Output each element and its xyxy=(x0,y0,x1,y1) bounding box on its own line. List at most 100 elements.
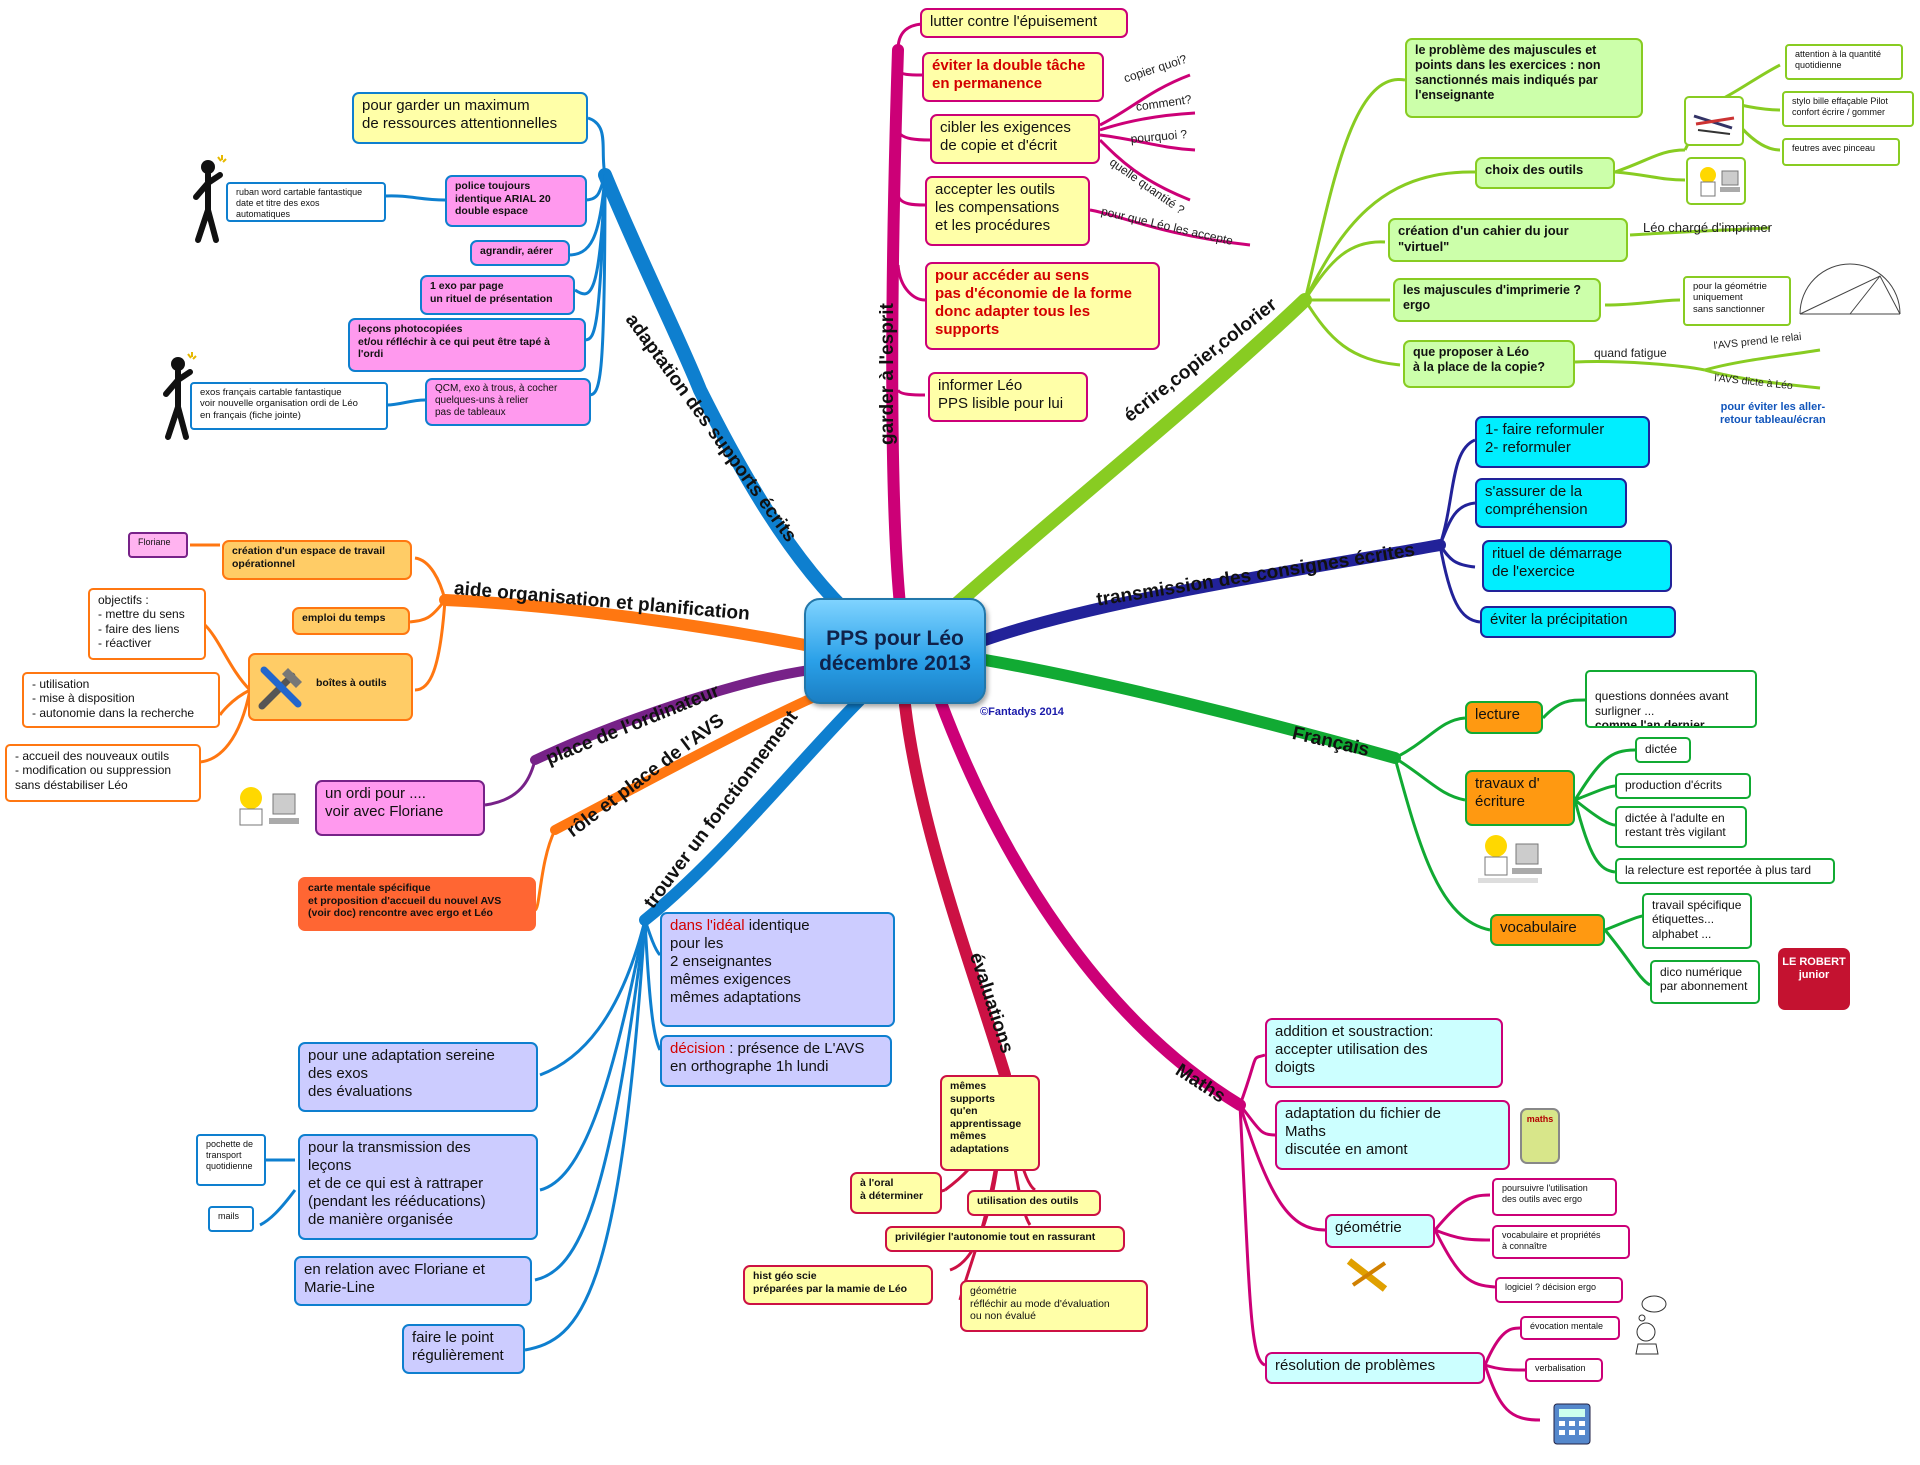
stick-figure-idea-icon xyxy=(193,155,227,243)
transmission-precipitation-node[interactable]: éviter la précipitation xyxy=(1480,606,1676,638)
adaptation-qcm-node[interactable]: QCM, exo à trous, à cocher quelques-uns … xyxy=(425,378,591,426)
maths-geometrie-outils[interactable]: poursuivre l'utilisation des outils avec… xyxy=(1492,1178,1617,1216)
fonctionnement-pochette-note[interactable]: pochette de transport quotidienne xyxy=(196,1134,266,1186)
francais-lecture-sub-bold: comme l'an dernier xyxy=(1595,718,1705,728)
ecrire-outils-quantite[interactable]: attention à la quantité quotidienne xyxy=(1785,44,1903,80)
stick-figure-idea-icon xyxy=(163,352,197,440)
adaptation-exo-node[interactable]: 1 exo par page un rituel de présentation xyxy=(420,275,575,315)
francais-travaux-relecture[interactable]: la relecture est reportée à plus tard xyxy=(1615,858,1835,884)
organisation-accueil-note[interactable]: - accueil des nouveaux outils - modifica… xyxy=(5,744,201,802)
branch-organisation-line xyxy=(439,594,811,651)
garder-sens-node[interactable]: pour accéder au sens pas d'économie de l… xyxy=(925,262,1160,350)
fonctionnement-ideal-node[interactable]: dans l'idéal identique pour les 2 enseig… xyxy=(660,912,895,1027)
francais-travaux-adulte[interactable]: dictée à l'adulte en restant très vigila… xyxy=(1615,806,1747,848)
adaptation-police-node[interactable]: police toujours identique ARIAL 20 doubl… xyxy=(445,175,587,227)
maths-problemes-evocation[interactable]: évocation mentale xyxy=(1520,1316,1620,1340)
fonctionnement-transmission-node[interactable]: pour la transmission des leçons et de ce… xyxy=(298,1134,538,1240)
branch-ordinateur-line xyxy=(530,665,815,765)
maths-geometrie-logiciel[interactable]: logiciel ? décision ergo xyxy=(1495,1277,1623,1303)
francais-lecture-sub[interactable]: questions données avant surligner ...com… xyxy=(1585,670,1757,728)
organisation-emploi-node[interactable]: emploi du temps xyxy=(292,607,410,635)
ecrire-imprimerie-node[interactable]: les majuscules d'imprimerie ? ergo xyxy=(1393,278,1601,322)
ecrire-outils-stylo[interactable]: stylo bille effaçable Pilot confort écri… xyxy=(1782,91,1914,127)
maths-geometrie-vocabulaire[interactable]: vocabulaire et propriétés à connaître xyxy=(1492,1225,1630,1259)
central-topic[interactable]: PPS pour Léo décembre 2013 xyxy=(804,598,986,704)
fonctionnement-ideal-red: dans l'idéal xyxy=(670,917,745,934)
branch-fonctionnement-line xyxy=(639,694,866,926)
thinking-person-icon xyxy=(1635,1295,1667,1355)
fonctionnement-mails-note[interactable]: mails xyxy=(208,1206,254,1232)
branch-label-garder[interactable]: garder à l'esprit xyxy=(877,303,898,445)
maths-problemes-node[interactable]: résolution de problèmes xyxy=(1265,1352,1485,1384)
adaptation-agrandir-node[interactable]: agrandir, aérer xyxy=(470,240,570,266)
ecrire-outils-node[interactable]: choix des outils xyxy=(1475,157,1615,189)
adaptation-lecons-node[interactable]: leçons photocopiées et/ou réfléchir à ce… xyxy=(348,318,586,372)
stylos-icon xyxy=(1684,96,1744,146)
evaluations-geometrie-node[interactable]: géométrie réfléchir au mode d'évaluation… xyxy=(960,1280,1148,1332)
fonctionnement-ideal-text: identique pour les 2 enseignantes mêmes … xyxy=(670,917,810,1006)
ecrire-majuscules-node[interactable]: le problème des majuscules et points dan… xyxy=(1405,38,1643,118)
ordinateur-node[interactable]: un ordi pour .... voir avec Floriane xyxy=(315,780,485,836)
maths-fichier-node[interactable]: adaptation du fichier de Maths discutée … xyxy=(1275,1100,1510,1170)
branch-evaluations-line xyxy=(899,699,1011,1081)
transmission-comprehension-node[interactable]: s'assurer de la compréhension xyxy=(1475,478,1627,528)
branch-garder-line xyxy=(886,44,906,611)
robert-junior-logo-icon: LE ROBERT junior xyxy=(1778,948,1850,1010)
francais-vocabulaire-dico[interactable]: dico numérique par abonnement xyxy=(1650,960,1760,1004)
maths-addition-node[interactable]: addition et soustraction: accepter utili… xyxy=(1265,1018,1503,1088)
transmission-reformuler-node[interactable]: 1- faire reformuler 2- reformuler xyxy=(1475,416,1650,468)
ecrire-imprimerie-sub[interactable]: pour la géométrie uniquement sans sancti… xyxy=(1683,276,1791,326)
organisation-utilisation-note[interactable]: - utilisation - mise à disposition - aut… xyxy=(22,672,220,728)
calculator-icon xyxy=(1553,1403,1591,1445)
geometry-figure-icon xyxy=(1799,263,1901,315)
garder-epuisement-node[interactable]: lutter contre l'épuisement xyxy=(920,8,1128,38)
maths-book-icon: maths xyxy=(1520,1108,1560,1164)
ecrire-outils-feutres[interactable]: feutres avec pinceau xyxy=(1782,138,1900,166)
francais-lecture-node[interactable]: lecture xyxy=(1465,701,1543,734)
francais-vocabulaire-travail[interactable]: travail spécifique étiquettes... alphabe… xyxy=(1642,893,1752,949)
fonctionnement-decision-text: : présence de L'AVS en orthographe 1h lu… xyxy=(670,1040,865,1075)
evaluations-autonomie-node[interactable]: privilégier l'autonomie tout en rassuran… xyxy=(885,1226,1125,1252)
organisation-objectifs-note[interactable]: objectifs : - mettre du sens - faire des… xyxy=(88,588,206,660)
francais-lecture-sub-text: questions données avant surligner ... xyxy=(1595,689,1729,718)
adaptation-qcm-note[interactable]: exos français cartable fantastique voir … xyxy=(190,382,388,430)
homer-computer-icon xyxy=(239,787,299,826)
francais-vocabulaire-node[interactable]: vocabulaire xyxy=(1490,914,1605,946)
homer-computer-icon xyxy=(1478,835,1542,883)
organisation-boites-node[interactable]: boîtes à outils xyxy=(248,653,413,721)
fonctionnement-decision-node[interactable]: décision : présence de L'AVS en orthogra… xyxy=(660,1035,892,1087)
evaluations-histgeo-node[interactable]: hist géo scie préparées par la mamie de … xyxy=(743,1265,933,1305)
francais-travaux-dictee[interactable]: dictée xyxy=(1635,737,1691,763)
evaluations-oral-node[interactable]: à l'oral à déterminer xyxy=(850,1172,942,1214)
ecrire-copie-sub: quand fatigue xyxy=(1594,346,1667,360)
fonctionnement-relation-node[interactable]: en relation avec Floriane et Marie-Line xyxy=(294,1256,532,1306)
ecrire-cahier-sub: Léo chargé d'imprimer xyxy=(1643,220,1772,235)
branch-transmission-line xyxy=(979,539,1446,646)
avs-carte-node[interactable]: carte mentale spécifique et proposition … xyxy=(298,877,536,931)
adaptation-police-note[interactable]: ruban word cartable fantastique date et … xyxy=(226,182,386,222)
evaluations-supports-node[interactable]: mêmes supports qu'en apprentissage mêmes… xyxy=(940,1075,1040,1171)
organisation-floriane-note[interactable]: Floriane xyxy=(128,532,188,558)
adaptation-ressources-node[interactable]: pour garder un maximum de ressources att… xyxy=(352,92,588,144)
fonctionnement-decision-red: décision xyxy=(670,1040,726,1057)
branch-adaptation-line xyxy=(598,168,862,627)
francais-travaux-node[interactable]: travaux d' écriture xyxy=(1465,770,1575,826)
garder-informer-node[interactable]: informer Léo PPS lisible pour lui xyxy=(928,372,1088,422)
evaluations-outils-node[interactable]: utilisation des outils xyxy=(967,1190,1101,1216)
organisation-espace-node[interactable]: création d'un espace de travail opératio… xyxy=(222,540,412,580)
ecrire-copie-node[interactable]: que proposer à Léo à la place de la copi… xyxy=(1403,340,1575,388)
francais-travaux-production[interactable]: production d'écrits xyxy=(1615,773,1751,799)
maths-problemes-verbalisation[interactable]: verbalisation xyxy=(1525,1358,1603,1382)
garder-double-tache-node[interactable]: éviter la double tâche en permanence xyxy=(922,52,1104,102)
ecrire-cahier-node[interactable]: création d'un cahier du jour "virtuel" xyxy=(1388,218,1628,262)
maths-geometrie-node[interactable]: géométrie xyxy=(1325,1214,1435,1248)
garder-outils-node[interactable]: accepter les outils les compensations et… xyxy=(925,176,1090,246)
ruler-icon xyxy=(1346,1258,1388,1292)
fonctionnement-sereine-node[interactable]: pour une adaptation sereine des exos des… xyxy=(298,1042,538,1112)
garder-exigences-node[interactable]: cibler les exigences de copie et d'écrit xyxy=(930,114,1100,164)
transmission-rituel-node[interactable]: rituel de démarrage de l'exercice xyxy=(1482,540,1672,592)
credit-text: ©Fantadys 2014 xyxy=(980,706,1064,718)
fonctionnement-point-node[interactable]: faire le point régulièrement xyxy=(402,1324,525,1374)
